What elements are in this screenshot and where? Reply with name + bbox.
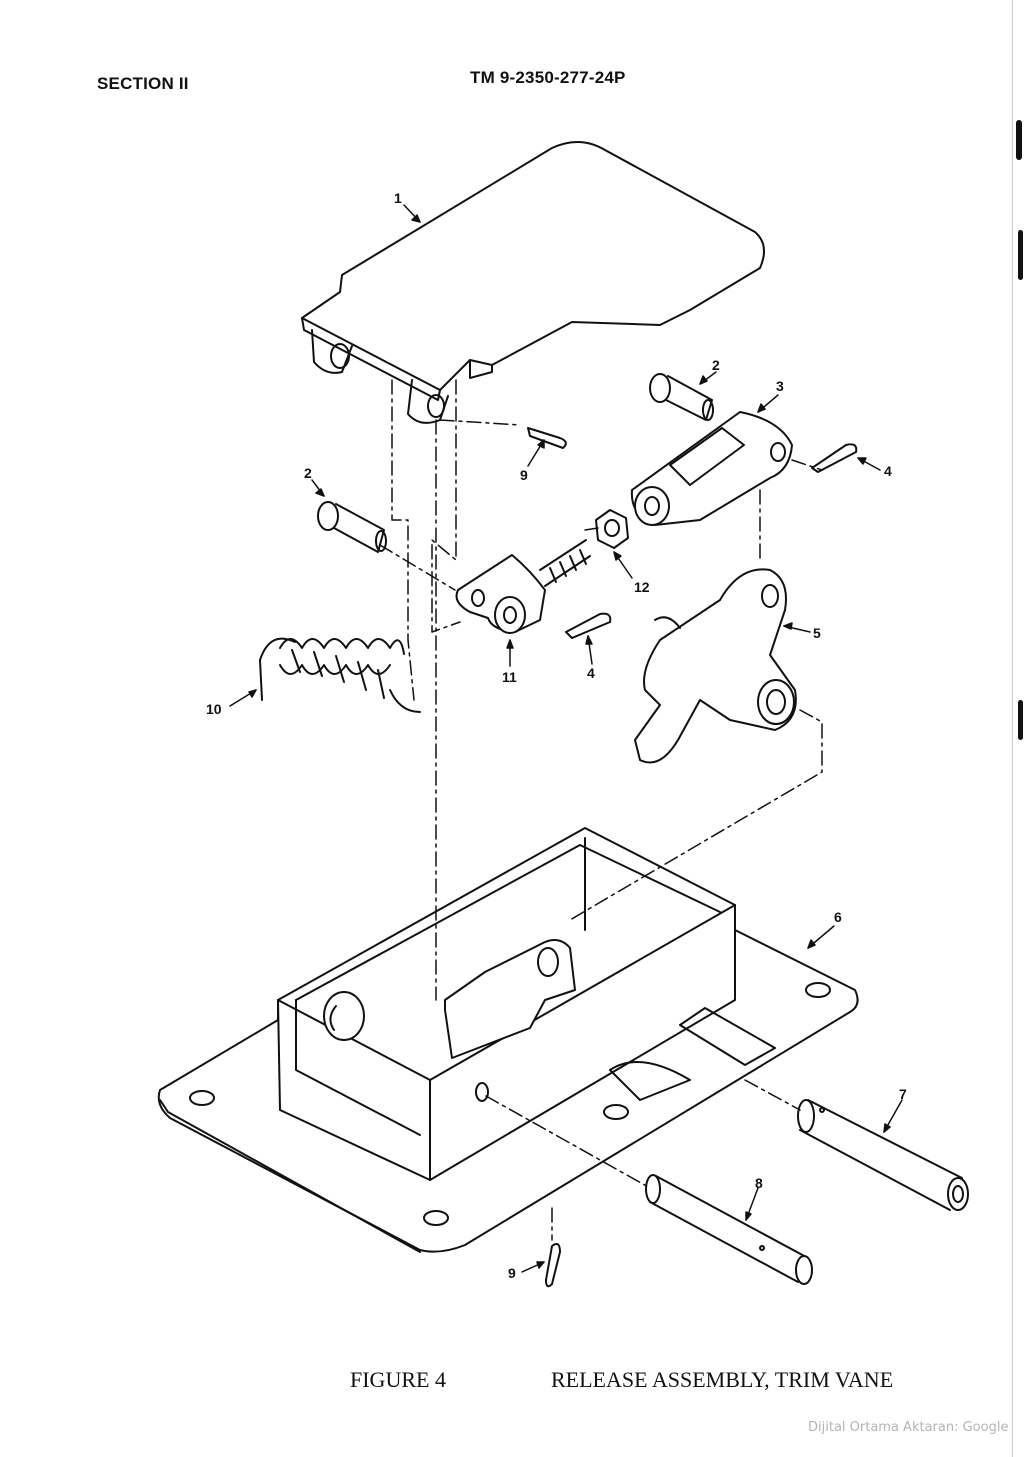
callout-10: 10 [206,701,222,717]
callout-8: 8 [755,1175,763,1191]
scan-edge-mark-middle [1018,230,1023,280]
figure-number: FIGURE 4 [350,1367,446,1392]
callout-3: 3 [776,378,784,394]
base-housing-part [157,827,859,1253]
section-heading: SECTION II [97,74,189,93]
callout-4-right: 4 [884,463,892,479]
callout-2-lower: 2 [304,465,312,481]
clevis-part [630,411,793,526]
rod-end-part [455,539,591,634]
callout-11: 11 [502,669,517,685]
callout-9-lower: 9 [508,1265,516,1281]
callout-6: 6 [834,909,842,925]
callout-12: 12 [634,579,650,595]
callout-5: 5 [813,625,821,641]
clevis-pin-upper-part [649,373,714,421]
long-pin-8-part [645,1174,813,1285]
callout-2-upper: 2 [712,357,720,373]
cotter-pin-middle-part [565,612,612,639]
figure-title: RELEASE ASSEMBLY, TRIM VANE [551,1367,894,1392]
nut-part [595,509,629,549]
spring-part [259,637,421,713]
callout-numbers: 1 2 2 3 4 4 5 6 7 8 9 9 10 11 12 [206,190,907,1281]
callout-9-upper: 9 [520,467,528,483]
callout-7: 7 [899,1086,907,1102]
cotter-pin-upper-right-part [811,443,858,473]
cover-plate-part [301,141,765,424]
callout-1: 1 [394,190,402,206]
callout-4-middle: 4 [587,665,595,681]
clevis-pin-lower-part [317,501,387,553]
cotter-pin-upper-left-part [527,427,567,449]
cotter-pin-lower-part [545,1243,561,1288]
technical-manual-number: TM 9-2350-277-24P [470,68,626,87]
scan-watermark: Dijital Ortama Aktaran: Google [808,1420,1009,1435]
scan-edge-mark-top [1016,120,1022,160]
assembly-center-lines [379,379,823,1241]
scan-edge-line [1012,0,1013,1457]
callout-leaders [229,204,903,1273]
release-lever-part [634,568,797,764]
scan-edge-mark-lower [1018,700,1023,740]
long-pin-7-part [797,1099,969,1211]
